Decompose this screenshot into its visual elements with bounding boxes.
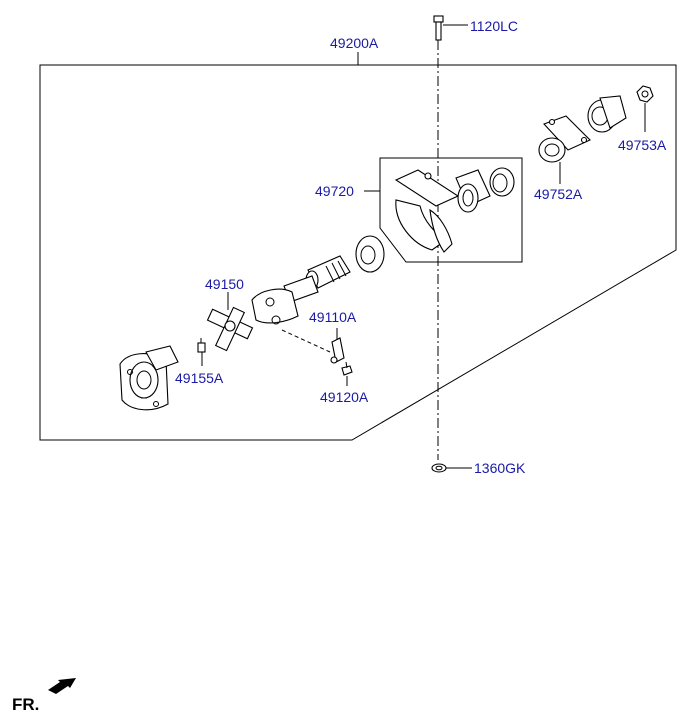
label-center-bearing: 49720 — [315, 183, 354, 199]
universal-joint-icon — [206, 306, 254, 352]
label-nut: 49753A — [618, 137, 667, 153]
washer-hole — [435, 465, 443, 471]
nut-icon — [636, 85, 654, 103]
bolt-icon — [433, 15, 444, 41]
label-slip-yoke: 49110A — [309, 309, 357, 325]
small-bolt-icon — [341, 361, 353, 376]
grease-nipple-icon — [197, 338, 206, 353]
label-universal-joint: 49150 — [205, 276, 244, 292]
washer-icon — [431, 463, 447, 473]
flange-yoke-icon — [538, 115, 591, 163]
assembly-frame — [39, 64, 677, 441]
bearing-block-icon — [455, 169, 491, 213]
leader-slip-yoke-dash — [281, 329, 331, 353]
label-bolt-yoke: 49120A — [320, 389, 369, 405]
dust-seal-icon — [355, 235, 385, 273]
direction-label: FR. — [12, 695, 39, 714]
bearing-ring-icon — [489, 167, 515, 197]
flange-left-icon — [119, 345, 179, 411]
bearing-bracket-icon — [394, 169, 460, 253]
front-arrow-icon — [48, 678, 76, 694]
label-flange-yoke: 49752A — [534, 186, 583, 202]
label-grease-nipple: 49155A — [175, 370, 224, 386]
label-bolt: 1120LC — [470, 18, 518, 34]
companion-flange-icon — [587, 95, 627, 133]
center-bearing-frame — [379, 157, 523, 263]
label-assembly: 49200A — [330, 35, 379, 51]
yoke-bolt-icon — [330, 337, 345, 364]
slip-yoke-icon — [251, 288, 299, 325]
propeller-shaft-icon — [283, 255, 351, 303]
label-washer: 1360GK — [474, 460, 526, 476]
